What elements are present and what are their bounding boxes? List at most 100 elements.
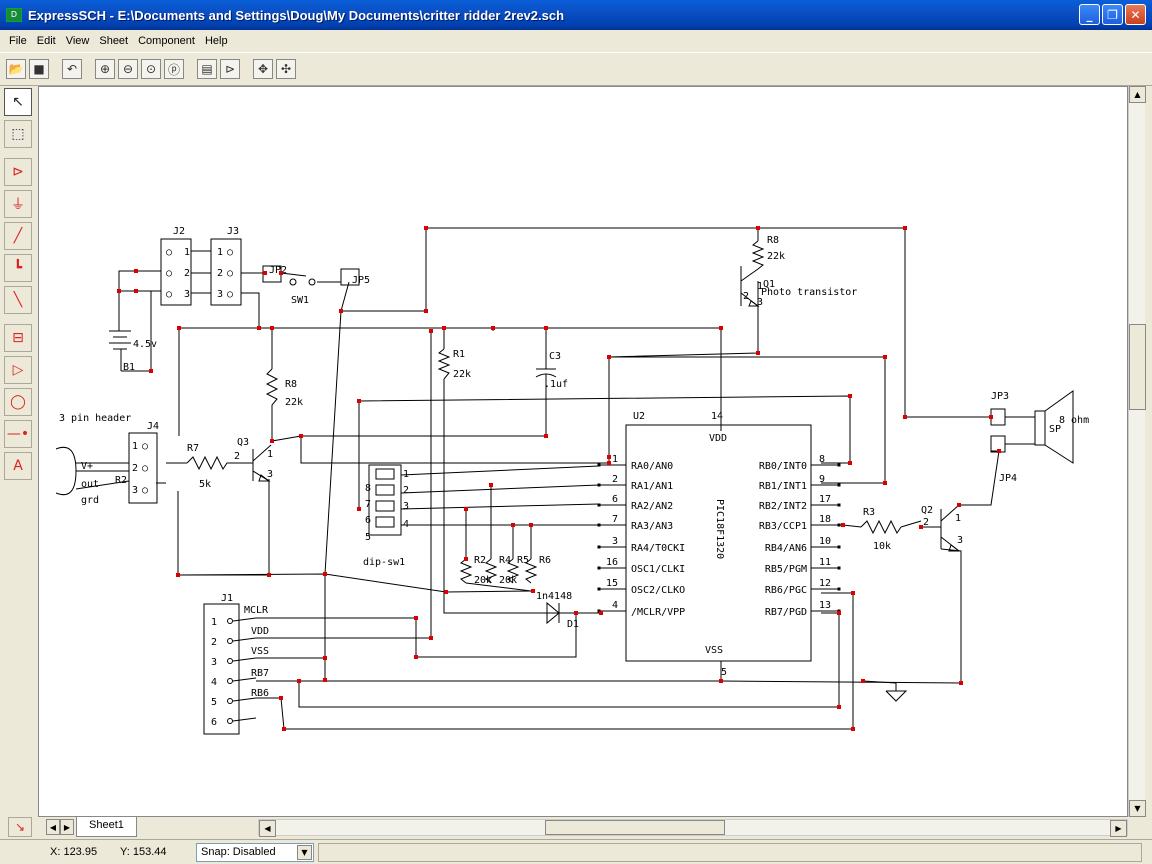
- junction-dot: [134, 289, 138, 293]
- zoom-previous-icon[interactable]: ⓟ: [164, 59, 184, 79]
- schematic-labels: J2 J3 JP2 JP5 SW1 4.5v B1 R1 22k C3 .1uf…: [59, 226, 1089, 699]
- zoom-area-icon[interactable]: ⊙: [141, 59, 161, 79]
- move-icon[interactable]: ✣: [276, 59, 296, 79]
- pin-circle: [227, 678, 233, 684]
- component-icon[interactable]: ⊳: [4, 158, 32, 186]
- close-icon[interactable]: ✕: [1125, 4, 1146, 25]
- scroll-left-icon[interactable]: ◀: [259, 820, 276, 837]
- buffer-icon[interactable]: ▷: [4, 356, 32, 384]
- menu-file[interactable]: File: [9, 35, 27, 47]
- tab-next-icon[interactable]: ▶: [60, 819, 74, 835]
- horizontal-scrollbar[interactable]: ◀ ▶: [258, 819, 1128, 837]
- j3-pin-number: 2: [217, 268, 223, 279]
- r7-value: 5k: [199, 479, 211, 490]
- save-icon[interactable]: ■: [29, 59, 49, 79]
- zoom-select-icon[interactable]: ⬚: [4, 120, 32, 148]
- vertical-scrollbar[interactable]: ▲ ▼: [1128, 86, 1146, 817]
- scroll-up-icon[interactable]: ▲: [1129, 86, 1146, 103]
- j2-pin-number: 1: [184, 247, 190, 258]
- junction-dot: [756, 351, 760, 355]
- menu-sheet[interactable]: Sheet: [99, 35, 129, 47]
- menu-view[interactable]: View: [65, 35, 90, 47]
- schematic-canvas[interactable]: J2 J3 JP2 JP5 SW1 4.5v B1 R1 22k C3 .1uf…: [38, 86, 1128, 817]
- circle-icon[interactable]: ◯: [4, 388, 32, 416]
- chip-pin-number: 2: [612, 474, 618, 485]
- vdd-pin-number: 14: [711, 411, 723, 422]
- ground-icon[interactable]: ⏚: [4, 190, 32, 218]
- component-editor-icon[interactable]: ⊳: [220, 59, 240, 79]
- junction-dot: [299, 434, 303, 438]
- junction-dot: [574, 611, 578, 615]
- zoom-out-icon[interactable]: ⊖: [118, 59, 138, 79]
- chip-pin-name: RA4/T0CKI: [631, 543, 685, 554]
- menu-bar: File Edit View Sheet Component Help: [0, 30, 1152, 52]
- junction-dot: [599, 611, 603, 615]
- select-arrow-icon[interactable]: ↖: [4, 88, 32, 116]
- restore-icon[interactable]: ❐: [1102, 4, 1123, 25]
- pin-end-dot: [837, 545, 841, 549]
- junction-dot: [279, 696, 283, 700]
- pin-circle: [227, 658, 233, 664]
- junction-dot: [414, 616, 418, 620]
- junction-dot: [491, 326, 495, 330]
- open-folder-icon[interactable]: 📂: [6, 59, 26, 79]
- text-icon[interactable]: A: [4, 452, 32, 480]
- undo-icon[interactable]: ↶: [62, 59, 82, 79]
- junction-dot: [323, 678, 327, 682]
- scroll-right-icon[interactable]: ▶: [1110, 820, 1127, 837]
- tab-prev-icon[interactable]: ◀: [46, 819, 60, 835]
- dip-switch: [368, 464, 402, 536]
- r3-label: R3: [863, 507, 875, 518]
- j4-pin-number: 1: [132, 441, 138, 452]
- junction-dot: [957, 503, 961, 507]
- horizontal-scroll-thumb[interactable]: [545, 820, 725, 835]
- j3-pin-number: 1: [217, 247, 223, 258]
- vertical-scroll-thumb[interactable]: [1129, 324, 1146, 410]
- junction-dot: [429, 636, 433, 640]
- schematic-drawing[interactable]: J2 J3 JP2 JP5 SW1 4.5v B1 R1 22k C3 .1uf…: [39, 87, 1128, 817]
- menu-component[interactable]: Component: [138, 35, 195, 47]
- scroll-down-icon[interactable]: ▼: [1129, 800, 1146, 817]
- j4-label: J4: [147, 421, 159, 432]
- junction-dot: [257, 326, 261, 330]
- bus-icon[interactable]: ┗: [4, 254, 32, 282]
- junction-dot: [841, 523, 845, 527]
- snap-dropdown[interactable]: Snap: Disabled ▼: [196, 843, 314, 862]
- menu-help[interactable]: Help: [204, 35, 228, 47]
- j1-pin-number: 5: [211, 697, 217, 708]
- menu-edit[interactable]: Edit: [36, 35, 56, 47]
- bus-entry-icon[interactable]: ╲: [4, 286, 32, 314]
- c3-capacitor: [535, 353, 557, 389]
- junction-box-icon[interactable]: ⊟: [4, 324, 32, 352]
- pin-icon[interactable]: —•: [4, 420, 32, 448]
- components: [55, 238, 1074, 735]
- r1-value: 22k: [453, 369, 471, 380]
- zoom-in-icon[interactable]: ⊕: [95, 59, 115, 79]
- pan-icon[interactable]: ✥: [253, 59, 273, 79]
- j3-pin-circle: ○: [227, 268, 233, 279]
- junction-dot: [297, 679, 301, 683]
- junction-dot: [919, 525, 923, 529]
- junction-dots: [117, 226, 1001, 731]
- j2-pin-circle: ○: [166, 247, 172, 258]
- autoscroll-icon[interactable]: ↘: [8, 817, 32, 837]
- r1-label: R1: [453, 349, 465, 360]
- j1-pin-lead: [232, 617, 257, 622]
- q1-label: Q1: [763, 279, 775, 290]
- chevron-down-icon[interactable]: ▼: [297, 845, 312, 860]
- dip-switch-label: dip-sw1: [363, 557, 405, 568]
- junction-dot: [357, 399, 361, 403]
- chip-pin-number: 4: [612, 600, 618, 611]
- properties-icon[interactable]: ▤: [197, 59, 217, 79]
- j2-pin-circle: ○: [166, 268, 172, 279]
- wire-icon[interactable]: ╱: [4, 222, 32, 250]
- junction-dot: [489, 483, 493, 487]
- j1-label: J1: [221, 593, 233, 604]
- sw1-label: SW1: [291, 295, 309, 306]
- chip-pin-number: 3: [612, 536, 618, 547]
- junction-dot: [279, 271, 283, 275]
- tab-sheet1[interactable]: Sheet1: [76, 817, 137, 837]
- junction-dot: [339, 309, 343, 313]
- pin-end-dot: [837, 587, 841, 591]
- minimize-icon[interactable]: _: [1079, 4, 1100, 25]
